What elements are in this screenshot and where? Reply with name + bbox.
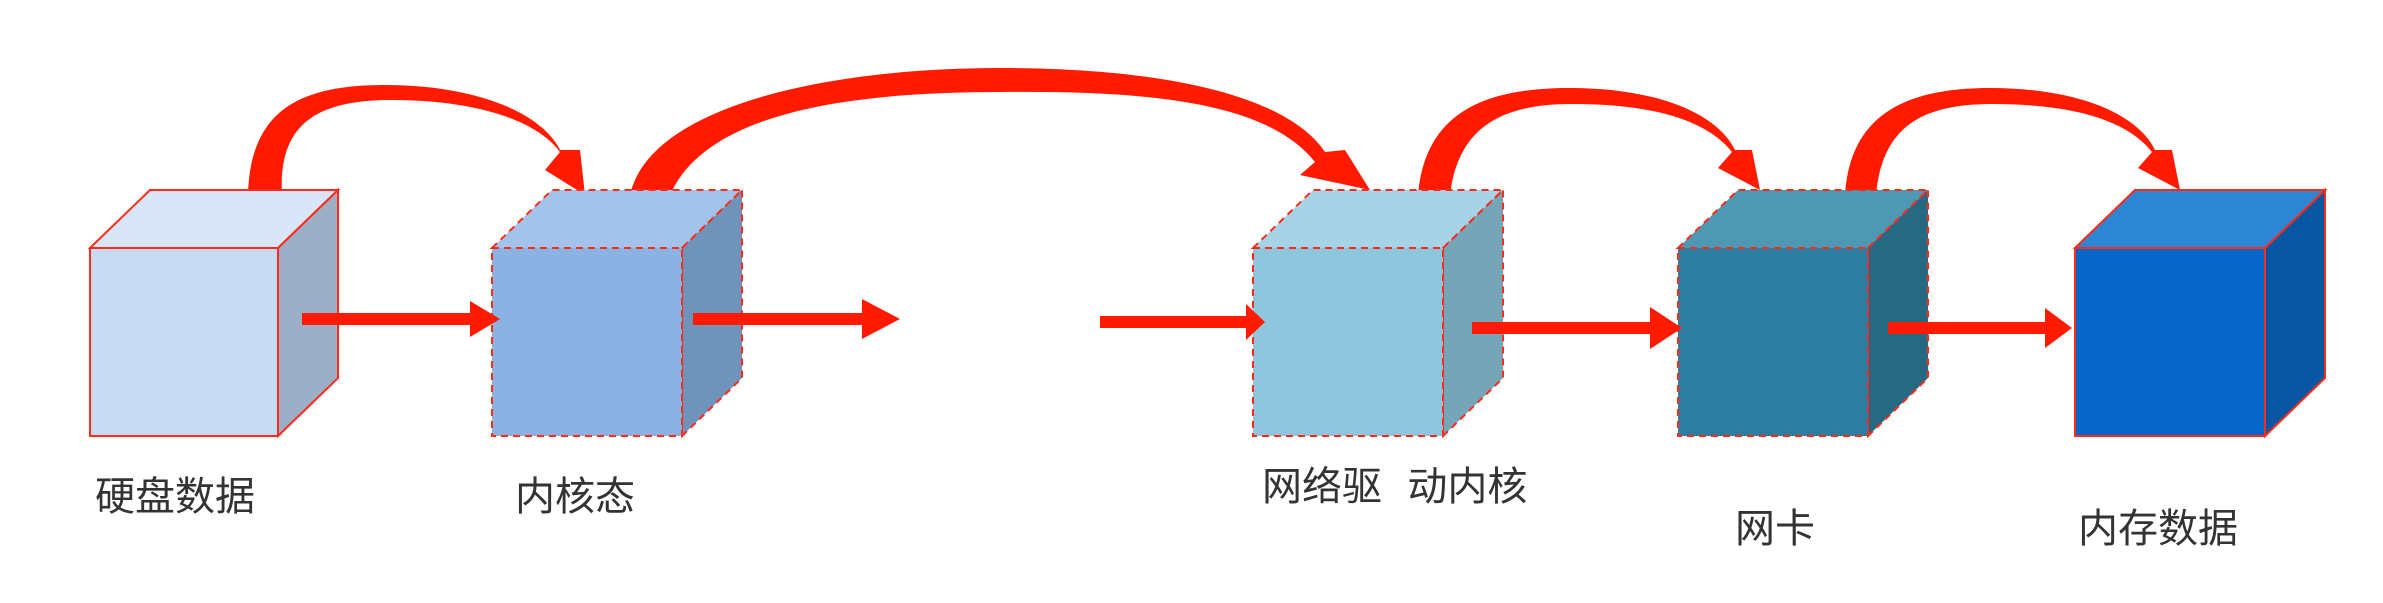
cube-nic-front — [1677, 247, 1869, 437]
arrow-nicdrv-to-nic — [1472, 307, 1682, 349]
label-nicdrv: 网络驱 动内核 — [1262, 464, 1528, 510]
curved-arrow-disk-to-kernel — [248, 85, 585, 195]
cube-kernel — [489, 187, 745, 439]
label-memory: 内存数据 — [2078, 506, 2238, 552]
curved-arrow-nic-to-memory — [1845, 88, 2180, 195]
cube-nicdrv-front — [1252, 247, 1444, 437]
cube-memory-front — [2074, 247, 2266, 437]
label-disk: 硬盘数据 — [95, 474, 255, 520]
cube-nic — [1675, 187, 1931, 439]
cube-memory — [2072, 187, 2328, 439]
label-kernel: 内核态 — [515, 474, 635, 520]
cube-nic-side — [1867, 187, 1929, 439]
cube-nicdrv — [1250, 187, 1506, 439]
cube-nicdrv-side — [1442, 187, 1504, 439]
cube-kernel-front — [491, 247, 683, 437]
curved-arrows — [248, 68, 2180, 195]
arrow-disk-to-kernel — [302, 301, 500, 337]
arrow-nic-to-memory — [1888, 308, 2072, 348]
cube-disk-front — [89, 247, 279, 437]
label-nic: 网卡 — [1735, 506, 1815, 552]
cube-disk — [87, 187, 341, 439]
curved-arrow-nicdrv-to-nic — [1418, 88, 1760, 195]
arrow-kernel-out — [693, 299, 900, 339]
straight-arrows — [302, 299, 2072, 349]
arrow-into-nicdrv — [1100, 304, 1265, 340]
curved-arrow-kernel-to-nicdrv — [630, 68, 1370, 195]
